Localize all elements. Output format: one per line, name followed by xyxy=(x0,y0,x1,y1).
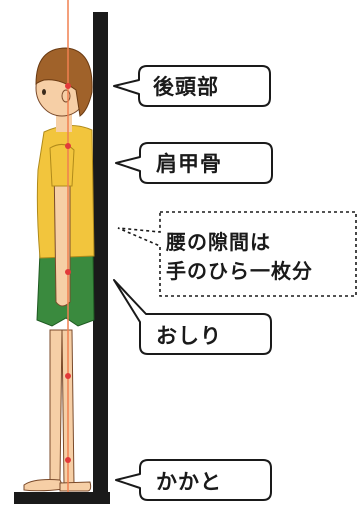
marker-ankle xyxy=(65,457,71,463)
wall xyxy=(93,12,108,502)
floor xyxy=(14,492,110,504)
label-heel: かかと xyxy=(156,470,222,494)
person-figure xyxy=(23,47,95,492)
callout-bubble-heel xyxy=(115,459,272,501)
marker-knee xyxy=(65,373,71,379)
marker-shoulder xyxy=(65,143,71,149)
callout-bubble-shoulder-blade xyxy=(115,142,273,184)
label-back-of-head: 後頭部 xyxy=(153,75,219,99)
label-shoulder-blade: 肩甲骨 xyxy=(156,152,222,176)
callout-bubble-buttocks xyxy=(113,279,272,355)
marker-head xyxy=(65,83,71,89)
label-waist-gap-line1: 腰の隙間は xyxy=(166,230,271,254)
marker-hip xyxy=(65,269,71,275)
callout-bubble-back-of-head xyxy=(113,65,271,107)
label-waist-gap: 腰の隙間は 手のひら一枚分 xyxy=(166,228,313,286)
callout-bubble-waist-gap xyxy=(117,211,357,297)
label-buttocks: おしり xyxy=(156,324,222,348)
label-waist-gap-line2: 手のひら一枚分 xyxy=(166,259,313,283)
